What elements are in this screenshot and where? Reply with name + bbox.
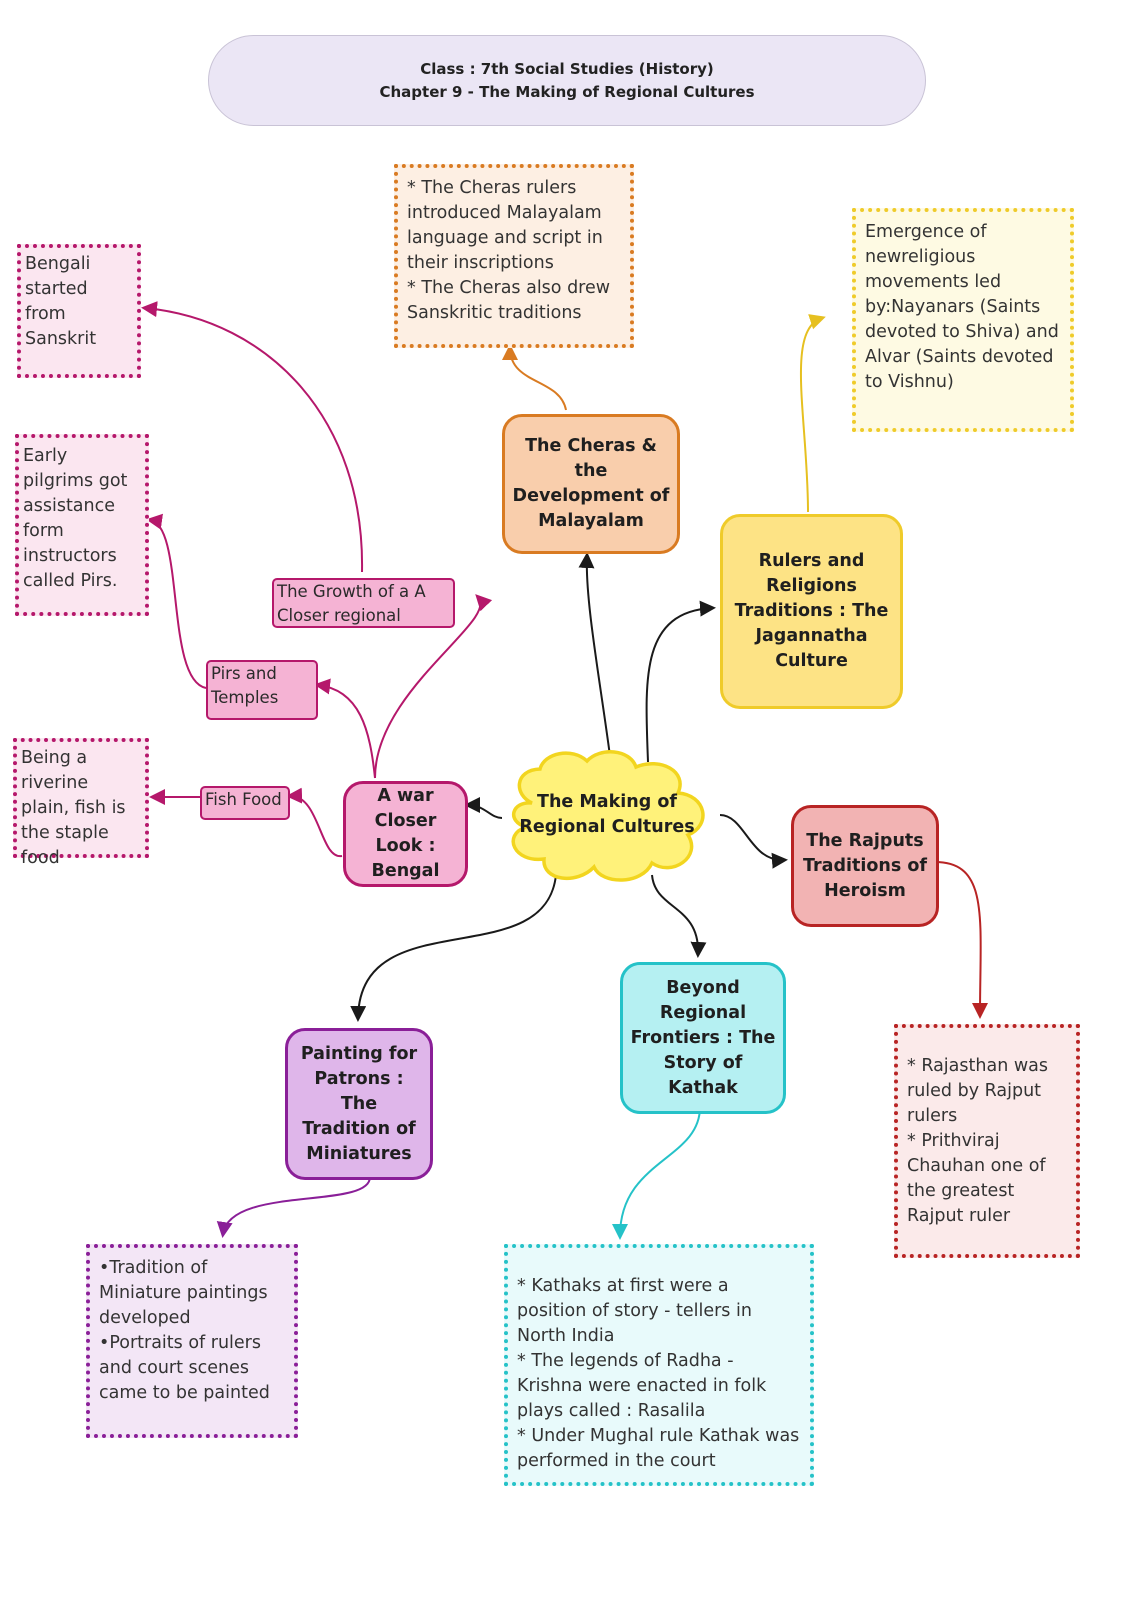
topic-miniatures[interactable]: Painting for Patrons : The Tradition of … (285, 1028, 433, 1180)
note-miniatures-line: •Tradition of Miniature paintings develo… (99, 1258, 268, 1328)
connector-center-miniatures (350, 874, 557, 1022)
central-topic[interactable]: The Making of Regional Cultures (492, 745, 722, 885)
title-chapter: Chapter 9 - The Making of Regional Cultu… (379, 82, 755, 101)
topic-rajputs-label: The Rajputs Traditions of Heroism (803, 830, 927, 901)
subtopic-growth[interactable]: The Growth of a A Closer regional (272, 578, 455, 628)
topic-jagannatha-label: Rulers and Religions Traditions : The Ja… (734, 551, 889, 671)
note-cheras-line: * The Cheras rulers introduced Malayalam… (407, 178, 603, 273)
connector-bengal-growth (374, 594, 493, 779)
note-rajputs: * Rajasthan was ruled by Rajput rulers *… (894, 1024, 1080, 1258)
note-growth: Bengali started from Sanskrit (17, 244, 141, 378)
connector-bengal-fish (286, 787, 343, 858)
subtopic-fish[interactable]: Fish Food (200, 786, 290, 820)
subtopic-growth-label: The Growth of a A Closer regional (277, 582, 426, 625)
connector-center-bengal (464, 797, 503, 819)
note-miniatures-line: •Portraits of rulers and court scenes ca… (99, 1333, 270, 1403)
connector-growth-note (141, 301, 364, 573)
topic-kathak-label: Beyond Regional Frontiers : The Story of… (630, 977, 776, 1098)
note-fish: Being a riverine plain, fish is the stap… (13, 738, 149, 868)
topic-bengal[interactable]: A war Closer Look : Bengal (343, 781, 468, 887)
connector-center-jagannatha (645, 600, 716, 763)
topic-rajputs[interactable]: The Rajputs Traditions of Heroism (791, 805, 939, 927)
note-cheras: * The Cheras rulers introduced Malayalam… (394, 164, 634, 348)
topic-cheras[interactable]: The Cheras & the Development of Malayala… (502, 414, 680, 554)
note-pirs-text: Early pilgrims got assistance form instr… (23, 446, 128, 591)
note-rajputs-line: * Rajasthan was ruled by Rajput rulers (907, 1056, 1048, 1126)
topic-jagannatha[interactable]: Rulers and Religions Traditions : The Ja… (720, 514, 903, 709)
note-fish-text: Being a riverine plain, fish is the stap… (21, 748, 126, 868)
note-kathak-line: * The legends of Radha - Krishna were en… (517, 1351, 767, 1421)
topic-kathak[interactable]: Beyond Regional Frontiers : The Story of… (620, 962, 786, 1114)
subtopic-pirs-label: Pirs and Temples (211, 664, 279, 707)
note-rajputs-line: * Prithviraj Chauhan one of the greatest… (907, 1131, 1046, 1226)
connector-jagannatha-note (799, 314, 826, 513)
note-miniatures: •Tradition of Miniature paintings develo… (86, 1244, 298, 1438)
note-kathak-line: * Under Mughal rule Kathak was performed… (517, 1426, 800, 1471)
title-class: Class : 7th Social Studies (History) (420, 59, 714, 78)
note-cheras-line: * The Cheras also drew Sanskritic tradit… (407, 278, 611, 323)
connector-cheras-note (502, 344, 567, 411)
subtopic-fish-label: Fish Food (205, 790, 282, 809)
connector-pirs-note (146, 513, 207, 689)
connector-kathak-note (612, 1106, 701, 1240)
topic-miniatures-label: Painting for Patrons : The Tradition of … (300, 1043, 418, 1164)
note-jagannatha: Emergence of newreligious movements led … (852, 208, 1074, 432)
connector-miniatures-note (216, 1176, 371, 1238)
central-label: The Making of Regional Cultures (519, 792, 695, 837)
note-pirs: Early pilgrims got assistance form instr… (15, 434, 149, 616)
topic-cheras-label: The Cheras & the Development of Malayala… (512, 436, 670, 531)
note-kathak: * Kathaks at first were a position of st… (504, 1244, 814, 1486)
connector-center-cheras (578, 552, 611, 757)
connector-center-kathak (651, 874, 707, 958)
connector-rajputs-note (934, 861, 989, 1019)
note-jagannatha-line: Emergence of newreligious movements led … (865, 222, 1059, 392)
cloud-shape (511, 750, 705, 882)
topic-bengal-label: A war Closer Look : Bengal (371, 786, 440, 881)
connector-bengal-pirs (314, 678, 376, 779)
note-kathak-line: * Kathaks at first were a position of st… (517, 1276, 752, 1346)
title-banner: Class : 7th Social Studies (History) Cha… (208, 35, 926, 126)
connector-center-rajputs (719, 814, 788, 869)
note-growth-text: Bengali started from Sanskrit (25, 254, 97, 349)
subtopic-pirs[interactable]: Pirs and Temples (206, 660, 318, 720)
